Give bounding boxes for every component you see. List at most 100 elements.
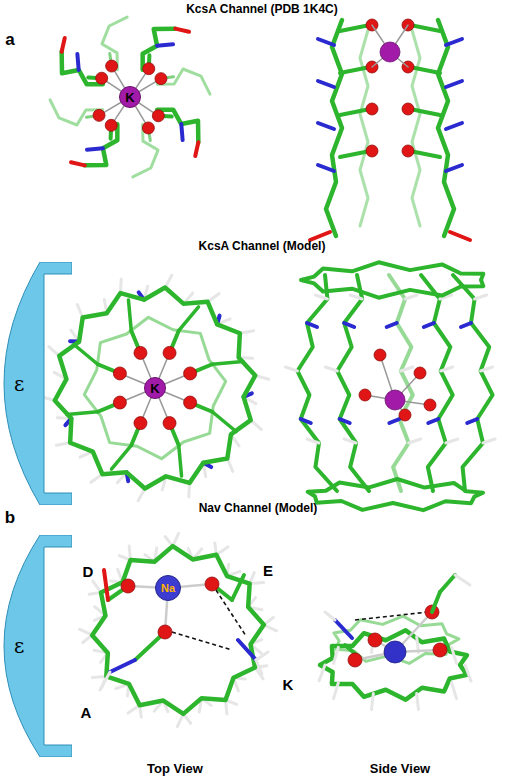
atom: [184, 367, 197, 380]
backbone: [92, 546, 264, 714]
bond: [410, 109, 440, 115]
atom: [399, 409, 411, 421]
bond: [389, 419, 399, 423]
bond: [212, 361, 243, 364]
bond: [334, 683, 339, 699]
backbone: [55, 288, 255, 489]
bond: [100, 672, 110, 690]
panel-title: Nav Channel (Model): [199, 501, 318, 515]
backbone: [297, 275, 337, 491]
bond: [461, 323, 471, 327]
bond: [452, 683, 457, 699]
bond: [87, 148, 103, 149]
bond: [410, 25, 440, 31]
bond: [410, 67, 440, 73]
bond: [344, 323, 354, 327]
bond: [318, 165, 334, 171]
atom: [184, 396, 197, 409]
bond: [350, 295, 362, 299]
bond: [307, 439, 319, 443]
bond: [409, 439, 421, 443]
bond: [256, 652, 268, 660]
atom: [380, 42, 400, 62]
backbone: [308, 479, 483, 510]
atom: [134, 417, 147, 430]
atom: [93, 109, 105, 121]
atom: [368, 633, 382, 647]
atom: [402, 145, 414, 157]
ion-atom: Na: [155, 575, 181, 601]
atom: [158, 625, 172, 639]
bond: [310, 232, 330, 240]
atom: [385, 390, 405, 410]
bond: [128, 300, 131, 331]
bond: [301, 419, 311, 423]
backbone: [421, 275, 453, 491]
backbone: [84, 317, 225, 458]
backbone: [320, 630, 467, 699]
bond: [74, 344, 98, 364]
bond: [212, 412, 236, 432]
bond: [428, 419, 438, 423]
bond: [110, 660, 135, 672]
backbone: [389, 275, 413, 491]
bond: [340, 67, 370, 73]
atom: [414, 367, 426, 379]
backbone: [412, 30, 420, 226]
atom: [205, 577, 219, 591]
backbone: [337, 275, 369, 491]
epsilon-label: ε: [14, 634, 24, 658]
bond: [467, 419, 477, 423]
atom: [142, 122, 154, 134]
atom: [96, 72, 108, 84]
bond: [446, 123, 462, 129]
bracket-shape: [0, 535, 72, 757]
bond: [111, 445, 131, 469]
bond: [417, 694, 419, 710]
atom: [113, 396, 126, 409]
panel-title: KcsA Channel (Model): [199, 239, 326, 253]
atom: [121, 579, 135, 593]
bond: [318, 123, 334, 129]
view-caption: Side View: [370, 761, 430, 776]
bond: [238, 640, 256, 660]
bond: [372, 694, 374, 710]
bond: [446, 81, 462, 87]
bond: [446, 165, 462, 171]
backbone: [453, 275, 493, 491]
backbone: [301, 262, 483, 297]
panel-letter: b: [5, 508, 15, 528]
bond: [481, 367, 493, 371]
atom: [152, 110, 164, 122]
panel-title: KcsA Channel (PDB 1K4C): [186, 2, 338, 16]
bond: [179, 445, 182, 476]
stick-model: [41, 17, 495, 726]
bond: [340, 25, 370, 31]
bond: [62, 38, 65, 52]
bond: [432, 592, 440, 612]
bond: [104, 570, 108, 600]
atom: [359, 389, 371, 401]
backbone: [360, 30, 368, 226]
atom-symbol: Na: [161, 583, 175, 594]
bond: [157, 44, 173, 45]
bond: [455, 575, 470, 585]
atom: [402, 103, 414, 115]
bond: [181, 124, 182, 140]
bracket-shape: [0, 262, 72, 505]
bond: [446, 39, 462, 45]
atom: [106, 60, 118, 72]
atom: [163, 346, 176, 359]
ion-atom: K: [144, 377, 166, 399]
bond: [452, 647, 457, 663]
hydrogen-bond: [172, 632, 232, 650]
atom: [366, 103, 378, 115]
bond: [77, 54, 78, 70]
bond: [71, 162, 85, 165]
bond: [325, 367, 337, 371]
hydrogen-bond: [216, 590, 246, 636]
atom: [134, 346, 147, 359]
dielectric-bracket: ε: [0, 262, 72, 505]
panel-letter: a: [5, 30, 14, 50]
